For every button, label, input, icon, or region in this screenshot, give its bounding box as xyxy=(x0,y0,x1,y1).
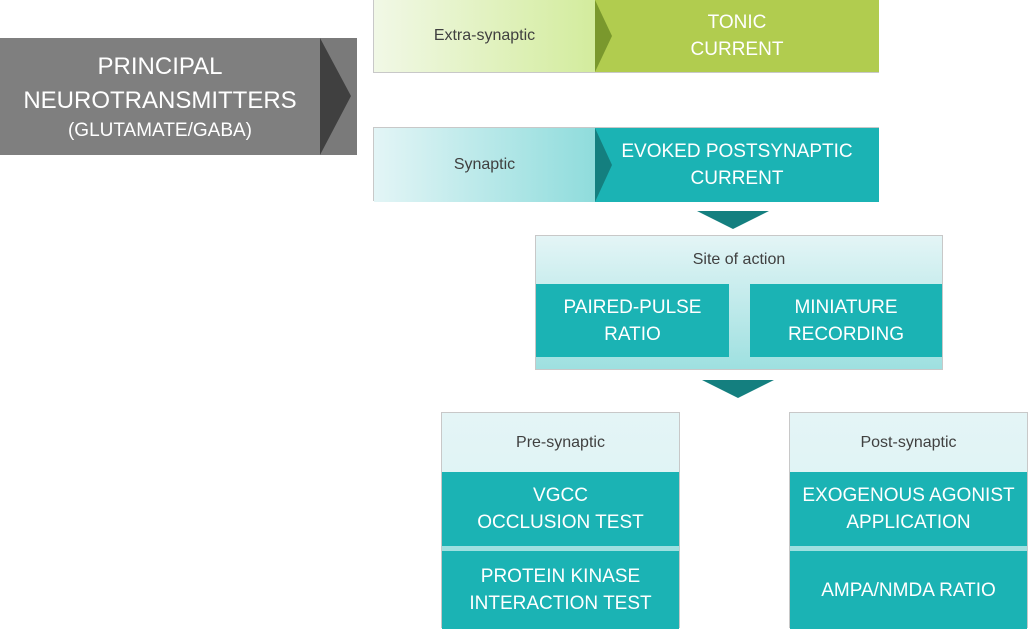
site-of-action-header: Site of action xyxy=(692,251,786,268)
vgcc-occlusion-test-box: VGCC OCCLUSION TEST xyxy=(442,472,679,546)
principal-neurotransmitters-box: PRINCIPAL NEUROTRANSMITTERS (GLUTAMATE/G… xyxy=(0,38,357,155)
test-line2: OCCLUSION TEST xyxy=(477,512,644,533)
protein-kinase-interaction-test-box: PROTEIN KINASE INTERACTION TEST xyxy=(442,551,679,629)
extra-synaptic-label: Extra-synaptic xyxy=(374,0,595,72)
down-arrow-icon xyxy=(697,211,769,229)
chevron-right-icon xyxy=(595,0,612,72)
ampa-nmda-ratio-box: AMPA/NMDA RATIO xyxy=(790,551,1027,629)
down-arrow-icon xyxy=(702,380,774,398)
pre-synaptic-header: Pre-synaptic xyxy=(516,433,605,451)
synaptic-label: Synaptic xyxy=(374,128,595,202)
extra-synaptic-row: Extra-synaptic TONIC CURRENT xyxy=(373,0,879,73)
pre-synaptic-group: Pre-synaptic VGCC OCCLUSION TEST PROTEIN… xyxy=(441,412,680,629)
post-synaptic-group: Post-synaptic EXOGENOUS AGONIST APPLICAT… xyxy=(789,412,1028,629)
method-line2: RECORDING xyxy=(787,323,905,345)
test-line1: PROTEIN KINASE xyxy=(480,566,641,587)
test-line2: APPLICATION xyxy=(846,512,971,533)
test-line2: INTERACTION TEST xyxy=(469,593,652,614)
post-synaptic-header: Post-synaptic xyxy=(860,433,957,451)
miniature-recording-box: MINIATURE RECORDING xyxy=(750,284,942,357)
tonic-current-line2: CURRENT xyxy=(690,39,784,60)
test-line1: VGCC xyxy=(533,485,588,506)
synaptic-row: Synaptic EVOKED POSTSYNAPTIC CURRENT xyxy=(373,127,879,202)
evoked-current-line1: EVOKED POSTSYNAPTIC xyxy=(621,141,853,162)
method-line1: MINIATURE xyxy=(794,296,898,318)
exogenous-agonist-application-box: EXOGENOUS AGONIST APPLICATION xyxy=(790,472,1027,546)
method-line2: RATIO xyxy=(604,323,661,345)
principal-text: PRINCIPAL NEUROTRANSMITTERS (GLUTAMATE/G… xyxy=(0,38,320,155)
chevron-right-icon xyxy=(320,38,351,155)
paired-pulse-ratio-box: PAIRED-PULSE RATIO xyxy=(536,284,729,357)
site-of-action-group: Site of action PAIRED-PULSE RATIO MINIAT… xyxy=(535,235,943,370)
principal-line3: (GLUTAMATE/GABA) xyxy=(67,119,253,141)
evoked-postsynaptic-current-box: EVOKED POSTSYNAPTIC CURRENT xyxy=(595,128,879,202)
tonic-current-line1: TONIC xyxy=(707,12,767,33)
method-line1: PAIRED-PULSE xyxy=(563,296,702,318)
divider xyxy=(442,546,679,551)
divider xyxy=(790,546,1027,551)
tonic-current-box: TONIC CURRENT xyxy=(595,0,879,72)
test-line1: AMPA/NMDA RATIO xyxy=(821,579,996,601)
principal-line1: PRINCIPAL xyxy=(97,52,223,80)
principal-line2: NEUROTRANSMITTERS xyxy=(23,86,297,114)
chevron-right-icon xyxy=(595,128,612,202)
evoked-current-line2: CURRENT xyxy=(690,168,784,189)
test-line1: EXOGENOUS AGONIST xyxy=(802,485,1015,506)
